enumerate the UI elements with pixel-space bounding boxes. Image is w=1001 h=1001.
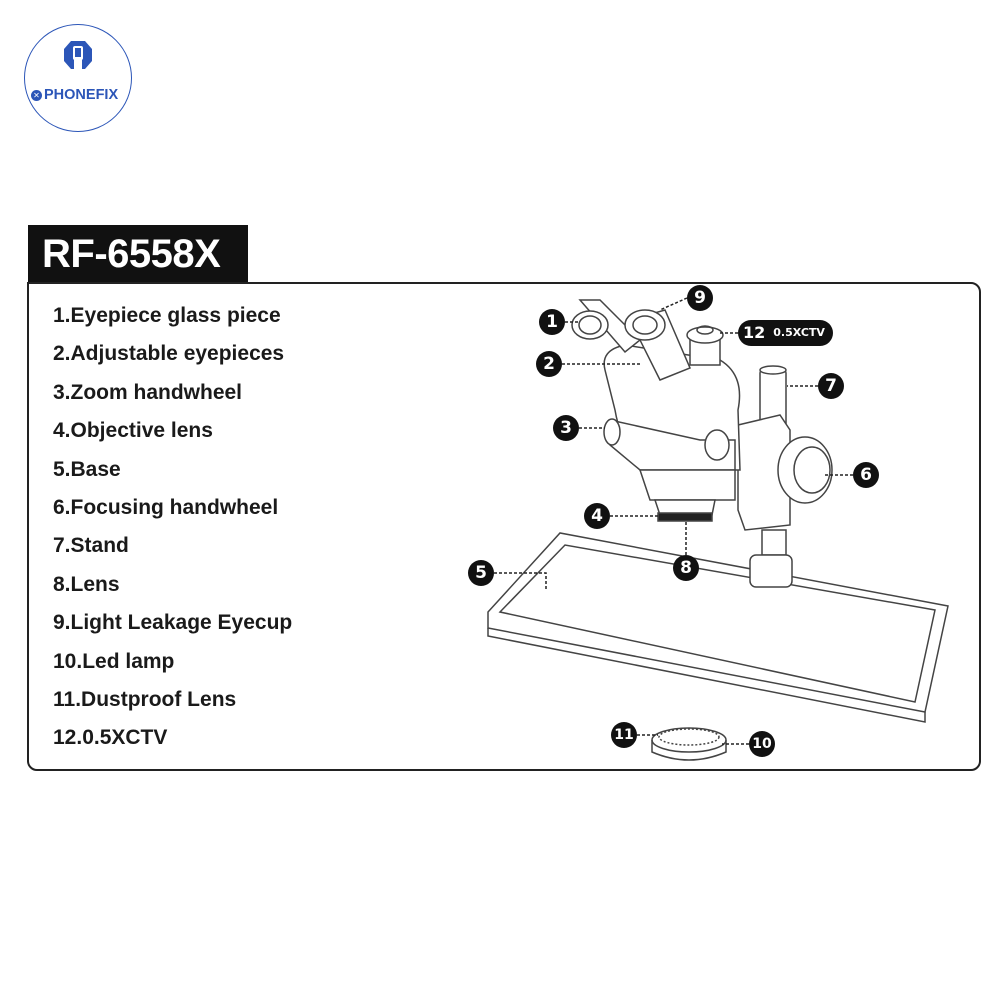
base-plate xyxy=(487,532,949,723)
parts-list: 1.Eyepiece glass piece 2.Adjustable eyep… xyxy=(53,303,353,764)
list-item: 7.Stand xyxy=(53,534,129,558)
leader-lines xyxy=(494,297,853,745)
list-item: 11.Dustproof Lens xyxy=(53,687,237,711)
callout-12-number: 12 xyxy=(743,323,766,342)
callout-9: 9 xyxy=(687,285,713,311)
list-item: 9.Light Leakage Eyecup xyxy=(53,611,293,635)
list-item: 5.Base xyxy=(53,457,121,481)
list-item: 10.Led lamp xyxy=(53,649,175,673)
stand xyxy=(737,365,833,588)
close-circle-icon: ✕ xyxy=(31,90,42,101)
wrench-phone-icon xyxy=(64,41,92,69)
callout-1: 1 xyxy=(539,309,565,335)
callout-4: 4 xyxy=(584,503,610,529)
callout-7: 7 xyxy=(818,373,844,399)
list-item: 1.Eyepiece glass piece xyxy=(53,304,281,327)
callout-8: 8 xyxy=(673,555,699,581)
list-item: 4.Objective lens xyxy=(53,419,213,443)
callout-2: 2 xyxy=(536,351,562,377)
callout-6: 6 xyxy=(853,462,879,488)
callout-3: 3 xyxy=(553,415,579,441)
list-item: 12.0.5XCTV xyxy=(53,726,168,750)
callout-11: 11 xyxy=(611,722,637,748)
callout-10: 10 xyxy=(749,731,775,757)
model-title-tab: RF-6558X xyxy=(28,225,248,283)
list-item: 3.Zoom handwheel xyxy=(53,380,243,404)
callout-5: 5 xyxy=(468,560,494,586)
list-item: 2.Adjustable eyepieces xyxy=(53,342,285,366)
list-item: 6.Focusing handwheel xyxy=(53,495,279,519)
microscope-head xyxy=(571,299,741,522)
led-ring xyxy=(651,727,727,761)
model-title: RF-6558X xyxy=(42,232,221,276)
callout-12: 12 0.5XCTV xyxy=(738,320,833,346)
list-item: 8.Lens xyxy=(53,572,120,596)
phonefix-logo: ✕ PHONEFIX xyxy=(24,24,132,132)
callout-12-label: 0.5XCTV xyxy=(773,326,825,339)
parts-panel xyxy=(27,282,981,771)
logo-brand: PHONEFIX xyxy=(44,87,119,103)
